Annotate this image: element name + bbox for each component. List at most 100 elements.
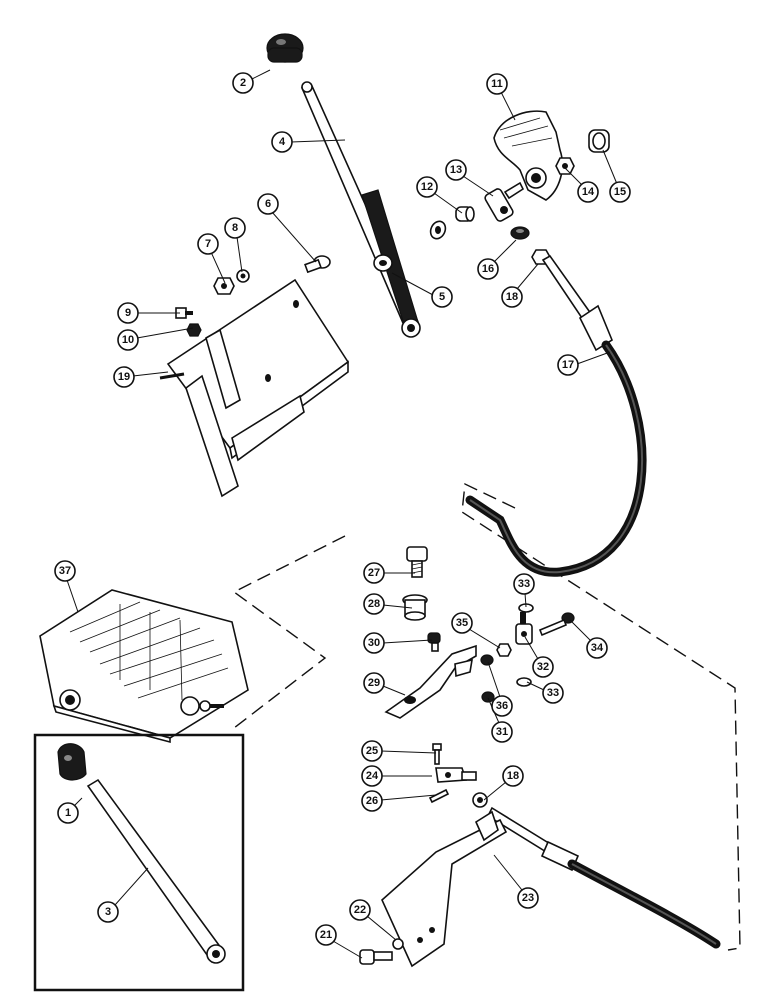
callout-c10: 10 — [117, 327, 194, 351]
callout-c29: 29 — [363, 672, 406, 696]
callout-circle — [557, 354, 579, 376]
callout-circle — [491, 721, 513, 743]
leader-line — [251, 69, 271, 80]
callout-circle — [224, 217, 246, 239]
callout-circle — [361, 765, 383, 787]
callout-c36: 36 — [487, 661, 513, 717]
pin-25 — [432, 743, 442, 765]
callout-c27: 27 — [363, 562, 415, 584]
callout-number: 19 — [118, 371, 130, 383]
leader-line — [380, 794, 437, 801]
callout-number: 37 — [59, 565, 71, 577]
cable-end-17-lower — [486, 806, 721, 949]
callout-number: 2 — [240, 77, 246, 89]
leader-line — [487, 661, 501, 698]
callout-c19: 19 — [113, 366, 169, 388]
bolt-27 — [406, 546, 428, 578]
quadrant-11 — [493, 110, 564, 201]
callout-number: 29 — [368, 677, 380, 689]
leader-line — [382, 639, 433, 644]
bushing-28 — [402, 594, 428, 621]
callout-circle — [113, 366, 135, 388]
callout-number: 15 — [614, 186, 626, 198]
bushing-15 — [588, 129, 610, 153]
callout-c17: 17 — [557, 351, 611, 376]
callout-c2: 2 — [232, 69, 271, 94]
callout-circle — [363, 562, 385, 584]
callout-circle — [363, 593, 385, 615]
leader-line — [382, 604, 413, 609]
callout-circle — [586, 637, 608, 659]
callout-c6: 6 — [257, 193, 317, 263]
callout-circle — [513, 573, 535, 595]
callout-circle — [431, 286, 453, 308]
callout-number: 36 — [496, 700, 508, 712]
mounting-bracket-19 — [159, 278, 350, 498]
callout-circle — [361, 790, 383, 812]
callout-number: 10 — [122, 334, 134, 346]
callout-circle — [361, 740, 383, 762]
lock-washer-8 — [236, 269, 250, 283]
nut-7 — [213, 277, 235, 295]
leader-line — [236, 236, 243, 273]
callout-number: 9 — [125, 307, 131, 319]
callout-circle — [609, 181, 631, 203]
callout-number: 32 — [537, 661, 549, 673]
callout-number: 30 — [368, 637, 380, 649]
callout-c12: 12 — [416, 176, 463, 214]
callout-number: 25 — [366, 745, 378, 757]
callout-number: 5 — [439, 291, 445, 303]
washer-22 — [392, 938, 404, 950]
inset-panel — [33, 733, 245, 992]
callout-c24: 24 — [361, 765, 432, 787]
callout-c32: 32 — [524, 636, 554, 678]
nut-16 — [510, 226, 530, 240]
callout-number: 12 — [421, 181, 433, 193]
dashed-routing-lines — [232, 482, 741, 951]
callout-c11: 11 — [486, 73, 516, 121]
leader-line — [136, 327, 194, 339]
callout-c18b: 18 — [483, 765, 524, 801]
leader-line — [564, 167, 583, 186]
callout-number: 35 — [456, 617, 468, 629]
callout-c23: 23 — [493, 854, 539, 909]
callout-circle — [416, 176, 438, 198]
leader-line — [332, 940, 363, 959]
callout-circle — [57, 802, 79, 824]
callout-number: 3 — [105, 906, 111, 918]
callout-number: 27 — [368, 567, 380, 579]
callout-number: 16 — [482, 263, 494, 275]
callout-circle — [97, 901, 119, 923]
callout-c28: 28 — [363, 593, 413, 615]
leader-line — [290, 139, 346, 143]
bolt-30 — [427, 632, 441, 652]
nut-36 — [480, 654, 494, 666]
callout-circle — [315, 924, 337, 946]
leader-line — [524, 636, 539, 660]
lever-29 — [384, 644, 477, 719]
callout-circle — [445, 159, 467, 181]
leader-line — [66, 579, 79, 613]
callout-c25: 25 — [361, 740, 437, 762]
callout-c8: 8 — [224, 217, 246, 273]
callout-number: 24 — [366, 770, 379, 782]
callout-c16: 16 — [477, 239, 517, 280]
callout-c13: 13 — [445, 159, 494, 197]
leader-line — [516, 263, 539, 290]
control-valve-37 — [39, 589, 249, 744]
callout-circle — [491, 695, 513, 717]
callout-circle — [577, 181, 599, 203]
pivot-pin-13 — [484, 181, 525, 222]
callout-circle — [542, 682, 564, 704]
callout-number: 31 — [496, 726, 508, 738]
callout-number: 33 — [547, 687, 559, 699]
callout-c33a: 33 — [513, 573, 535, 608]
callout-number: 22 — [354, 904, 366, 916]
callout-circle — [197, 233, 219, 255]
callout-number: 26 — [366, 795, 378, 807]
callout-c37: 37 — [54, 560, 79, 613]
leader-line — [380, 750, 437, 754]
callout-circle — [477, 258, 499, 280]
callout-circle — [486, 73, 508, 95]
control-cable-17 — [465, 254, 647, 577]
